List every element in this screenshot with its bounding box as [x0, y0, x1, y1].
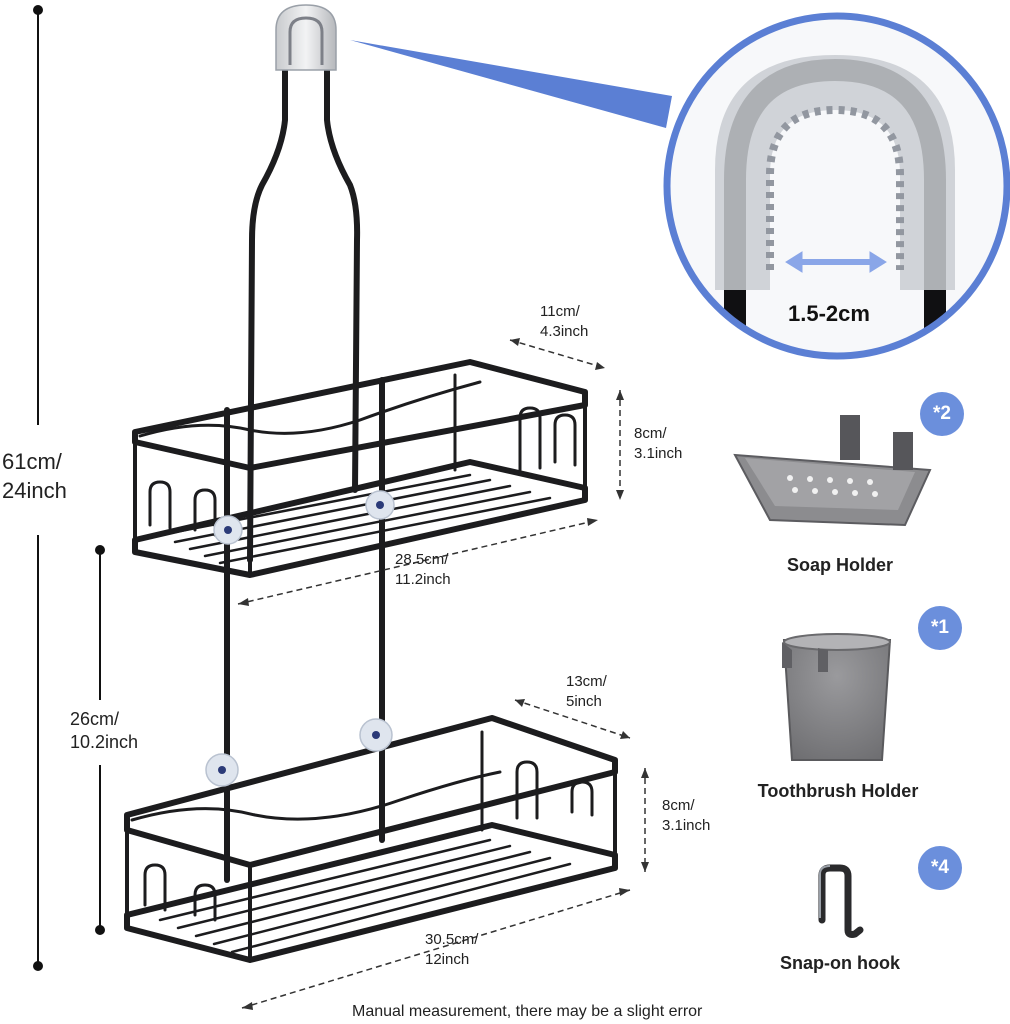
total-height-cm: 61cm/ — [2, 449, 62, 474]
gap-arrow — [785, 251, 887, 273]
toothbrush-holder-label: Toothbrush Holder — [757, 781, 919, 801]
zoom-callout-beam — [350, 40, 672, 128]
top-height-cm: 8cm/ — [634, 425, 667, 442]
bottom-depth-cm: 13cm/ — [566, 673, 607, 690]
top-width-inch: 11.2inch — [395, 570, 451, 588]
measurement-disclaimer: Manual measurement, there may be a sligh… — [352, 1003, 703, 1020]
dimension-arrows — [237, 339, 646, 1009]
toothbrush-holder-quantity-badge: *1 — [918, 606, 962, 650]
top-height-inch: 3.1inch — [634, 444, 683, 462]
top-basket — [132, 359, 588, 578]
total-height-label: 61cm/ 24inch — [2, 448, 67, 505]
lower-height-line — [95, 545, 105, 935]
bottom-width-cm: 30.5cm/ — [425, 931, 479, 948]
bottom-height-label: 8cm/ 3.1inch — [662, 796, 710, 835]
bottom-width-inch: 12inch — [425, 950, 470, 968]
snap-on-hook-quantity-badge: *4 — [918, 846, 962, 890]
bottom-height-inch: 3.1inch — [662, 816, 711, 834]
bottom-width-label: 30.5cm/ 12inch — [425, 930, 478, 969]
lower-height-label: 26cm/ 10.2inch — [70, 708, 138, 755]
bottom-basket — [124, 715, 618, 963]
snap-on-hook-label: Snap-on hook — [780, 953, 900, 973]
gap-size-label: 1.5-2cm — [788, 301, 870, 326]
total-height-inch: 24inch — [2, 477, 67, 503]
soap-holder-label: Soap Holder — [786, 555, 893, 575]
toothbrush-holder-image — [782, 633, 892, 761]
bottom-height-cm: 8cm/ — [662, 797, 695, 814]
top-width-label: 28.5cm/ 11.2inch — [395, 550, 451, 589]
bottom-depth-label: 13cm/ 5inch — [566, 672, 607, 711]
snap-on-hook-image — [818, 864, 864, 938]
hanger-frame — [224, 65, 385, 883]
zoom-circle — [663, 12, 1010, 360]
top-depth-inch: 4.3inch — [540, 322, 589, 340]
hook-sleeve — [275, 4, 337, 71]
lower-height-inch: 10.2inch — [70, 732, 139, 753]
bottom-depth-inch: 5inch — [566, 692, 602, 710]
total-height-line — [33, 5, 43, 971]
top-height-label: 8cm/ 3.1inch — [634, 424, 682, 463]
lower-height-cm: 26cm/ — [70, 709, 120, 729]
soap-holder-quantity-badge: *2 — [920, 392, 964, 436]
top-depth-label: 11cm/ 4.3inch — [540, 302, 588, 341]
top-depth-cm: 11cm/ — [540, 303, 580, 320]
top-width-cm: 28.5cm/ — [395, 551, 449, 568]
soap-holder-image — [733, 415, 932, 527]
